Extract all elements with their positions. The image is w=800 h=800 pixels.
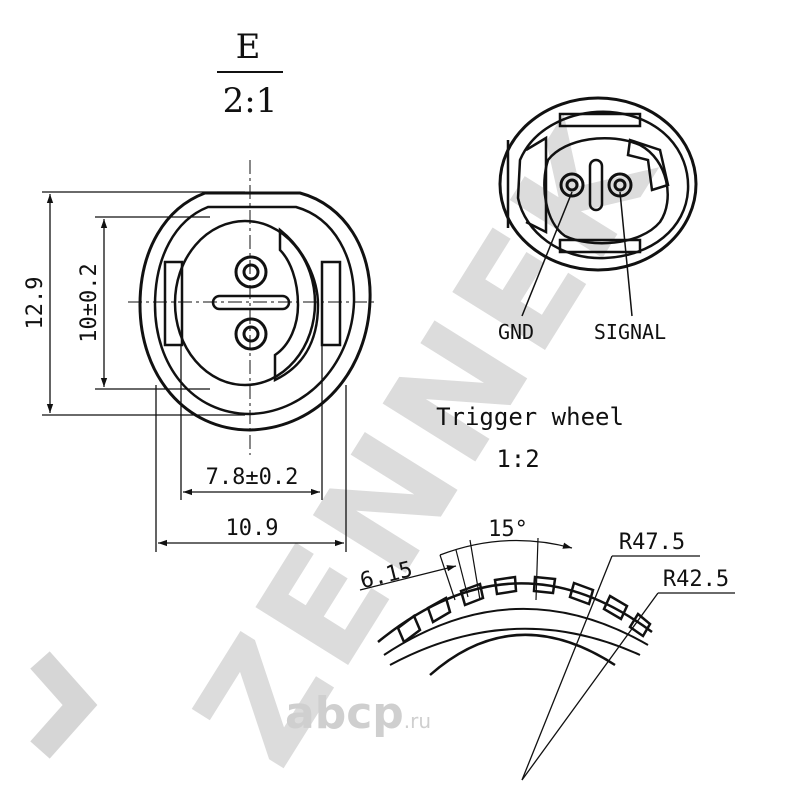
tooth-width-leader — [359, 565, 457, 591]
angle-label: 15° — [488, 517, 528, 542]
site-watermark: abcp.ru — [285, 688, 431, 739]
wheel-teeth — [396, 575, 652, 644]
wheel-tooth-base-arc — [383, 607, 649, 656]
dim-inner-width-label: 7.8±0.2 — [206, 465, 299, 490]
iso-key — [626, 138, 670, 192]
pin-bottom-inner — [242, 325, 260, 343]
gnd-label: GND — [498, 320, 534, 344]
tooth — [459, 582, 485, 607]
iso-pin-gnd-outer — [559, 172, 585, 198]
angle-dim-arc — [439, 539, 573, 556]
tooth — [493, 575, 518, 596]
brand-watermark: ZENNEK — [163, 93, 691, 793]
iso-center-slot — [588, 158, 604, 212]
dim-inner-height-label: 10±0.2 — [77, 263, 102, 342]
pin-bottom-outer — [234, 317, 268, 351]
tooth — [396, 614, 422, 644]
watermark: ZENNEK abcp.ru — [30, 93, 691, 793]
inner-cavity — [173, 219, 317, 387]
right-latch — [320, 260, 342, 347]
front-view-dimensions — [42, 191, 347, 552]
trigger-wheel-segment — [359, 537, 735, 781]
outer-radius-label: R47.5 — [619, 530, 685, 555]
view-letter: E — [236, 27, 261, 67]
iso-inner-cavity — [543, 136, 669, 245]
pin-top-inner — [242, 263, 260, 281]
gnd-leader — [521, 191, 573, 317]
trigger-wheel-scale: 1:2 — [496, 445, 539, 473]
tooth — [602, 594, 629, 621]
r425-leader-diag — [521, 592, 659, 781]
dim-height-label: 12.9 — [23, 277, 48, 330]
tooth — [426, 596, 452, 624]
connector-inner-shell — [153, 205, 356, 416]
brand-chevron-logo — [30, 651, 98, 759]
angle-ext-right — [535, 537, 539, 601]
connector-iso-view — [498, 96, 698, 317]
signal-leader — [619, 191, 633, 317]
center-slot — [211, 294, 291, 311]
wheel-hub-arc — [429, 633, 616, 676]
view-scale: 2:1 — [223, 81, 278, 121]
r475-leader-diag — [521, 555, 613, 781]
tooth — [628, 612, 652, 638]
trigger-wheel-title: Trigger wheel — [436, 403, 624, 431]
view-header: E 2:1 — [217, 27, 283, 121]
iso-bottom-latch — [558, 238, 642, 254]
angle-ext-left — [469, 539, 481, 601]
signal-label: SIGNAL — [594, 320, 666, 344]
iso-pin-signal-inner — [613, 178, 627, 192]
connector-outer-shell — [138, 191, 372, 432]
inner-radius-label: R42.5 — [663, 567, 729, 592]
left-latch — [163, 260, 184, 347]
pin-top-outer — [234, 255, 268, 289]
tooth — [532, 575, 557, 595]
keying-rib — [273, 227, 320, 382]
iso-pin-gnd-inner — [565, 178, 579, 192]
tooth-width-ext-right — [455, 549, 469, 598]
dim-width-label: 10.9 — [226, 516, 279, 541]
tooth-width-ext-left — [439, 554, 456, 601]
connector-front-view — [128, 160, 378, 455]
wheel-inner-arc — [389, 627, 641, 666]
iso-top-latch — [558, 112, 642, 128]
tooth — [568, 581, 595, 606]
iso-outer-rim — [498, 96, 698, 272]
iso-left-wall — [525, 135, 548, 235]
